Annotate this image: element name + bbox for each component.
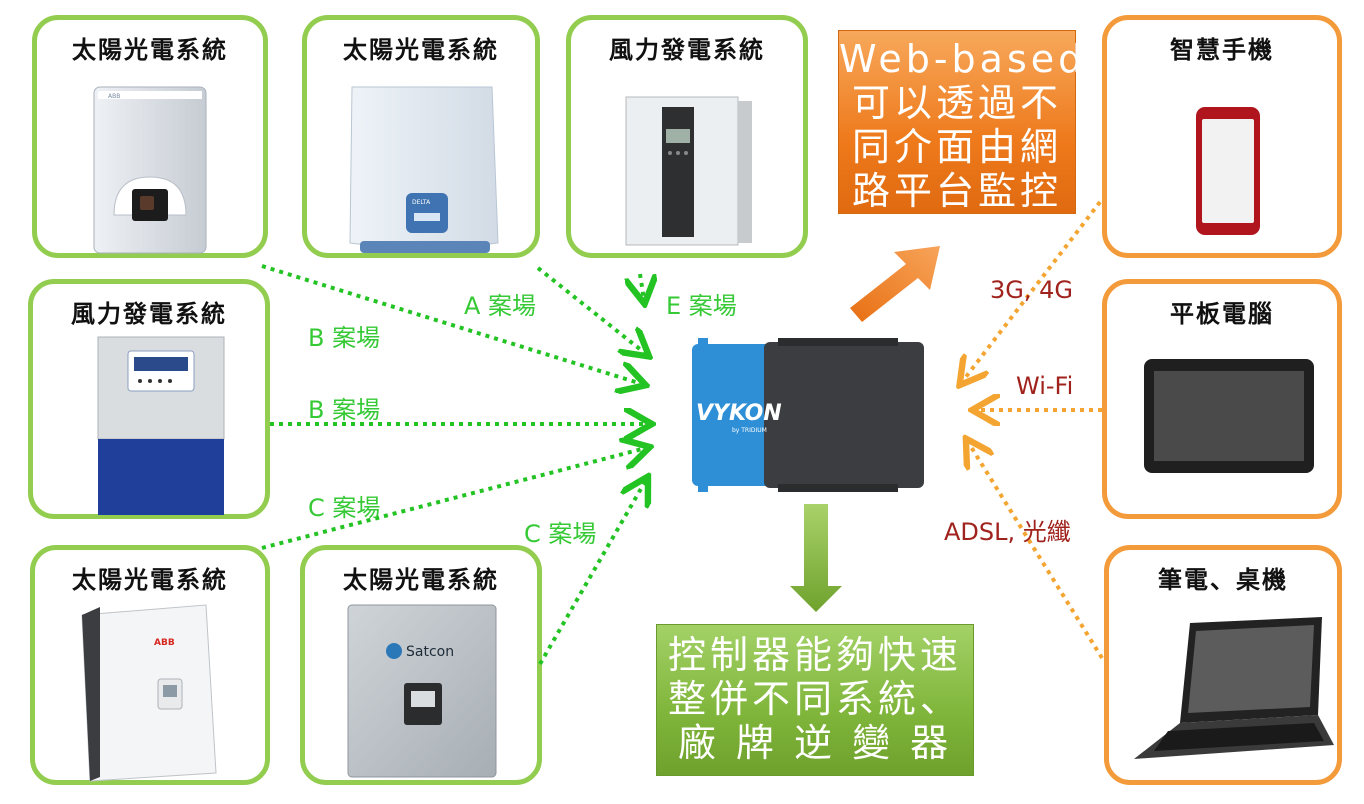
source-box-wind-1: 風力發電系統 bbox=[566, 15, 808, 258]
logo-text: DELTA bbox=[412, 199, 431, 206]
arrow-smartphone-to-controller bbox=[962, 200, 1102, 382]
callout-controller-line-2: 整併不同系統、 bbox=[667, 677, 962, 721]
source-box-solar-4: 太陽光電系統 Satcon bbox=[300, 545, 542, 785]
source-title: 太陽光電系統 bbox=[343, 566, 499, 594]
device-box-smartphone: 智慧手機 bbox=[1102, 15, 1342, 258]
callout-web-line-3: 同介面由網 bbox=[851, 125, 1062, 169]
logo-text: Satcon bbox=[406, 644, 454, 660]
callout-controller-line-1: 控制器能夠快速 bbox=[667, 633, 962, 677]
laptop-icon bbox=[1134, 617, 1334, 759]
callout-web-based: Web-based 可以透過不 同介面由網 路平台監控 bbox=[838, 30, 1087, 214]
source-box-solar-3: 太陽光電系統 ABB bbox=[30, 545, 270, 785]
inverter-image bbox=[97, 336, 225, 515]
device-box-laptop: 筆電、桌機 bbox=[1104, 545, 1342, 785]
source-title: 太陽光電系統 bbox=[72, 566, 228, 594]
source-box-wind-2: 風力發電系統 bbox=[28, 279, 270, 519]
arrow-solar1-to-controller bbox=[261, 264, 642, 384]
source-title: 風力發電系統 bbox=[71, 300, 227, 328]
inverter-image: ABB bbox=[93, 86, 207, 254]
controller-sub-brand: by TRIDIUM bbox=[732, 427, 767, 434]
site-label-e: E 案場 bbox=[666, 292, 737, 320]
arrow-solar3-to-controller bbox=[261, 448, 646, 550]
tablet-icon bbox=[1144, 359, 1314, 473]
callout-controller: 控制器能夠快速 整併不同系統、 廠 牌 逆 變 器 bbox=[656, 624, 974, 776]
controller-brand: VYKON bbox=[696, 401, 782, 426]
arrow-solar4-to-controller bbox=[538, 480, 646, 665]
device-title: 筆電、桌機 bbox=[1158, 566, 1288, 594]
arrow-laptop-to-controller bbox=[968, 442, 1104, 660]
device-box-tablet: 平板電腦 bbox=[1102, 279, 1342, 519]
inverter-image bbox=[625, 96, 752, 246]
smartphone-icon bbox=[1196, 107, 1260, 235]
network-label-wifi: Wi-Fi bbox=[1016, 372, 1074, 400]
source-box-solar-1: 太陽光電系統 ABB bbox=[32, 15, 268, 258]
controller-block-arrow bbox=[790, 504, 842, 612]
callout-web-line-1: Web-based bbox=[839, 37, 1087, 81]
device-title: 平板電腦 bbox=[1170, 300, 1274, 328]
device-title: 智慧手機 bbox=[1170, 36, 1274, 64]
network-label-mobile: 3G, 4G bbox=[990, 276, 1073, 304]
source-title: 風力發電系統 bbox=[609, 36, 765, 64]
site-label-b1: B 案場 bbox=[308, 324, 381, 352]
inverter-image: ABB bbox=[81, 604, 217, 782]
source-title: 太陽光電系統 bbox=[72, 36, 228, 64]
site-label-b2: B 案場 bbox=[308, 396, 381, 424]
callout-web-line-4: 路平台監控 bbox=[851, 169, 1062, 213]
arrow-solar2-to-controller bbox=[536, 266, 646, 354]
source-title: 太陽光電系統 bbox=[343, 36, 499, 64]
callout-controller-line-3: 廠 牌 逆 變 器 bbox=[677, 721, 953, 765]
arrow-wind1-to-controller bbox=[640, 273, 644, 300]
web-block-arrow bbox=[850, 246, 940, 322]
site-label-c2: C 案場 bbox=[524, 520, 597, 548]
controller-image: VYKON by TRIDIUM bbox=[692, 338, 924, 492]
inverter-image: DELTA bbox=[349, 86, 499, 253]
site-label-c1: C 案場 bbox=[308, 494, 381, 522]
inverter-image: Satcon bbox=[347, 604, 497, 778]
logo-text: ABB bbox=[154, 638, 175, 648]
callout-web-line-2: 可以透過不 bbox=[851, 81, 1062, 125]
logo-text: ABB bbox=[108, 93, 120, 100]
network-label-wired: ADSL, 光纖 bbox=[944, 518, 1071, 546]
site-label-a: A 案場 bbox=[464, 292, 537, 320]
source-box-solar-2: 太陽光電系統 DELTA bbox=[302, 15, 540, 258]
